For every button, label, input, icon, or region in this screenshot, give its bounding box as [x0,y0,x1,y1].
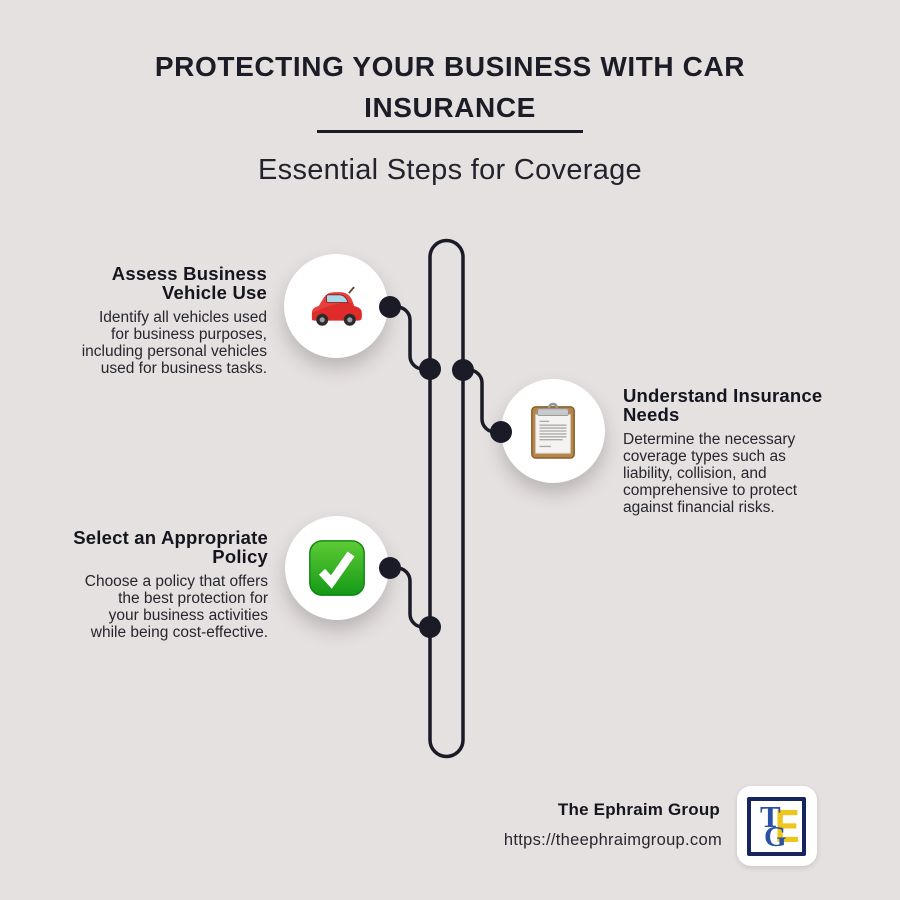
step-3-text-block: Select an Appropriate Policy Choose a po… [40,528,268,641]
logo-border-square: E T G [747,797,806,856]
step-1-icon-circle [284,254,388,358]
company-url: https://theephraimgroup.com [503,831,722,849]
rail-dot-step-3 [419,616,441,638]
step-2-heading: Understand Insurance Needs [623,385,823,425]
rail-dot-step-1 [419,358,441,380]
logo-letter-e: E [775,800,800,852]
rail-dot-step-2 [452,359,474,381]
step-3-heading: Select an Appropriate Policy [73,527,268,567]
company-name: The Ephraim Group [557,800,720,819]
connector-step-1 [390,305,430,371]
company-logo: E T G [737,786,817,866]
step-3-icon-circle [285,516,389,620]
connector-step-3 [390,566,430,629]
page-subtitle: Essential Steps for Coverage [258,154,642,186]
step-3-body: Choose a policy that offers the best pro… [84,573,268,641]
step-1-heading: Assess Business Vehicle Use [111,263,267,303]
timeline-loop [428,238,465,759]
step-1-body: Identify all vehicles used for business … [81,309,267,377]
page-title: PROTECTING YOUR BUSINESS WITH CAR INSURA… [154,51,746,123]
step-2-icon-circle [501,379,605,483]
step-2-text-block: Understand Insurance Needs Determine the… [623,386,843,516]
step-2-body: Determine the necessary coverage types s… [623,431,798,516]
red-car-icon [311,286,362,326]
clipboard-icon [531,402,575,459]
step-1-text-block: Assess Business Vehicle Use Identify all… [37,264,267,377]
check-mark-icon [309,540,365,596]
logo-letter-t: T [760,799,781,834]
title-divider [317,130,583,133]
logo-letter-g: G [764,821,787,853]
connector-step-2 [463,368,501,434]
